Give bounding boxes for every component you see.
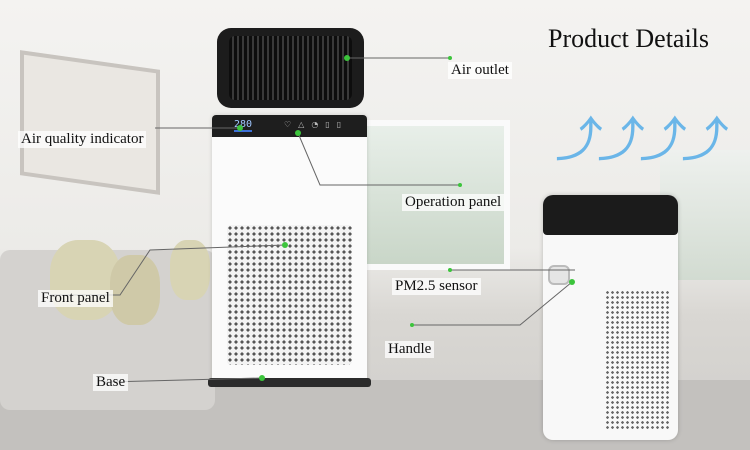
pillow: [110, 255, 160, 325]
label-front-panel: Front panel: [38, 290, 113, 307]
label-air-outlet: Air outlet: [448, 62, 512, 79]
callout-dot: [344, 55, 350, 61]
air-purifier-side: [543, 195, 678, 440]
pillow: [170, 240, 210, 300]
page-title: Product Details: [548, 24, 710, 53]
front-panel-mesh: [227, 225, 352, 365]
label-operation-panel: Operation panel: [402, 194, 505, 211]
air-purifier-front: 280 ♡△◔▯▯: [212, 115, 367, 385]
airflow-arrows-icon: ⤴⤴⤴⤴: [555, 112, 729, 168]
air-quality-display: 280: [234, 119, 253, 132]
air-outlet-cover: [217, 28, 364, 108]
label-handle: Handle: [385, 341, 435, 358]
base: [208, 378, 371, 387]
operation-panel: 280 ♡△◔▯▯: [212, 115, 367, 137]
control-icons: ♡△◔▯▯: [284, 120, 349, 129]
label-air-quality-indicator: Air quality indicator: [18, 131, 147, 148]
label-base: Base: [93, 374, 129, 391]
label-pm25-sensor: PM2.5 sensor: [392, 278, 481, 295]
